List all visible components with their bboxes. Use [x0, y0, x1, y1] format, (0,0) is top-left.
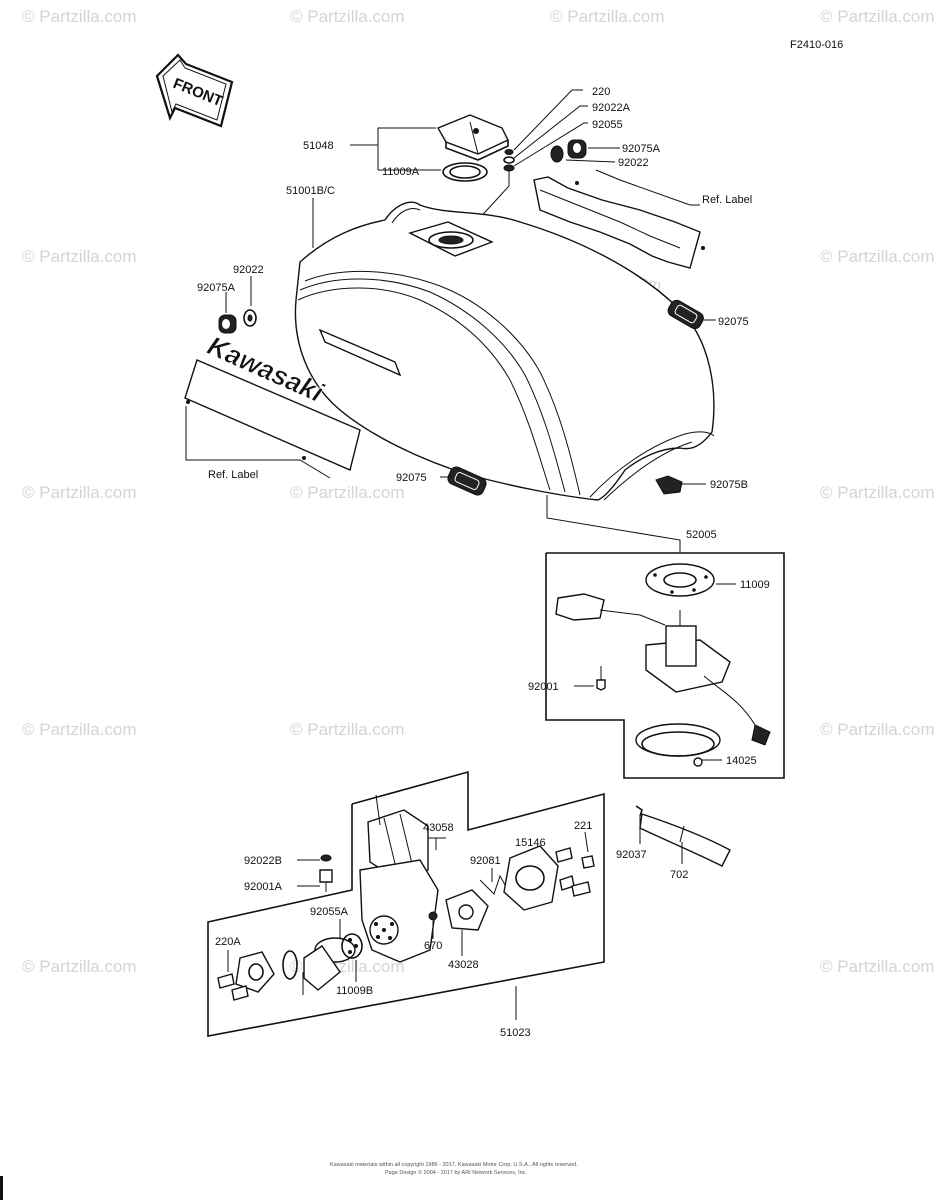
watermark-text: © Partzilla.com — [290, 7, 405, 26]
label-702: 702 — [670, 869, 688, 881]
fuel-hose-icon — [635, 805, 731, 867]
label-92055A: 92055A — [310, 906, 349, 918]
watermark-text: © Partzilla.com — [22, 7, 137, 26]
watermark-text: © Partzilla.com — [820, 483, 935, 502]
label-92055: 92055 — [592, 119, 623, 131]
ref-label-plate-icon — [533, 176, 705, 269]
label-43028: 43028 — [448, 959, 479, 971]
label-52005: 52005 — [686, 529, 717, 541]
label-92075A-top: 92075A — [622, 143, 661, 155]
front-arrow-icon: FRONT — [155, 53, 234, 128]
watermark-text: © Partzilla.com — [820, 957, 935, 976]
label-ref-label-left: Ref. Label — [208, 469, 258, 481]
label-92022A: 92022A — [592, 102, 631, 114]
screw-stack-icon — [503, 149, 515, 186]
fuel-cap-icon — [436, 114, 509, 161]
label-92081: 92081 — [470, 855, 501, 867]
footer-page-design: Page Design © 2004 - 2017 by ARI Network… — [385, 1169, 527, 1176]
label-ref-label-top: Ref. Label — [702, 194, 752, 206]
watermark-text: © Partzilla.com — [820, 720, 935, 739]
label-51001BC: 51001B/C — [286, 185, 335, 197]
label-92001A: 92001A — [244, 881, 283, 893]
label-92075-right: 92075 — [718, 316, 749, 328]
watermark-text: © Partzilla.com — [550, 7, 665, 26]
label-43058: 43058 — [423, 822, 454, 834]
label-92022-left: 92022 — [233, 264, 264, 276]
label-11009B: 11009B — [336, 985, 373, 997]
edge-bar — [0, 1176, 3, 1200]
label-15146: 15146 — [515, 837, 546, 849]
label-11009A: 11009A — [382, 166, 420, 178]
diagram-code: F2410-016 — [790, 39, 843, 51]
label-92075B: 92075B — [710, 479, 748, 491]
grommet-mid-icon — [447, 466, 487, 496]
rubber-damper-left-icon — [218, 309, 257, 334]
watermark-text: © Partzilla.com — [290, 483, 405, 502]
footer-copyright: Kawasaki materials within all copyright … — [330, 1162, 578, 1168]
label-11009: 11009 — [740, 579, 770, 591]
label-92037: 92037 — [616, 849, 647, 861]
rubber-block-icon — [655, 475, 683, 495]
watermark-text: © Partzilla.com — [22, 483, 137, 502]
grommet-icon — [667, 299, 704, 330]
label-92075-mid: 92075 — [396, 472, 427, 484]
rubber-damper-icon — [550, 139, 587, 163]
label-51023: 51023 — [500, 1027, 531, 1039]
label-220A: 220A — [215, 936, 241, 948]
watermark-text: © Partzilla.com — [22, 247, 137, 266]
label-92075A-left: 92075A — [197, 282, 236, 294]
label-670: 670 — [424, 940, 442, 952]
watermark-text: © Partzilla.com — [22, 957, 137, 976]
watermark-text: © Partzilla.com — [22, 720, 137, 739]
gasket-icon — [442, 162, 488, 182]
label-14025: 14025 — [726, 755, 757, 767]
watermark-text: © Partzilla.com — [820, 247, 935, 266]
fuel-gauge-box — [545, 552, 785, 779]
watermark-text: © Partzilla.com — [290, 720, 405, 739]
label-92022B: 92022B — [244, 855, 282, 867]
label-92001: 92001 — [528, 681, 559, 693]
label-220: 220 — [592, 86, 610, 98]
fuel-tank-icon — [294, 201, 715, 501]
label-92022-top: 92022 — [618, 157, 649, 169]
watermark-text: © Partzilla.com — [820, 7, 935, 26]
fuel-cock-box — [207, 770, 605, 1037]
label-221: 221 — [574, 820, 592, 832]
label-51048: 51048 — [303, 140, 334, 152]
